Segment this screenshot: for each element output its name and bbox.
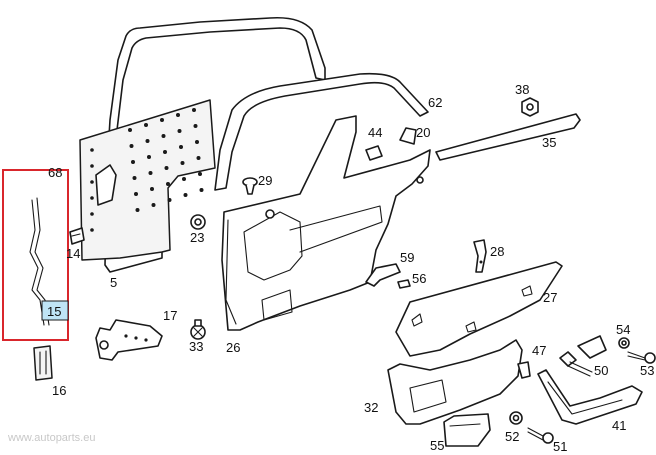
panel-hole: [145, 139, 150, 143]
part-27-armrest-pad[interactable]: [395, 261, 563, 357]
label-17: 17: [163, 308, 177, 323]
label-51: 51: [553, 439, 567, 454]
panel-hole: [148, 171, 153, 175]
highlight-label-box: [41, 300, 69, 321]
part-51-screw[interactable]: [527, 427, 554, 444]
part-50-bolt[interactable]: [559, 351, 593, 377]
label-29: 29: [258, 173, 272, 188]
label-59: 59: [400, 250, 414, 265]
label-27: 27: [543, 290, 557, 305]
label-41: 41: [612, 418, 626, 433]
panel-hole: [167, 198, 172, 202]
panel-hole: [164, 166, 169, 170]
label-5: 5: [110, 275, 117, 290]
part-62-window-channel[interactable]: [214, 72, 429, 191]
label-28: 28: [490, 244, 504, 259]
panel-hole: [90, 164, 94, 168]
panel-hole: [198, 172, 202, 176]
label-50: 50: [594, 363, 608, 378]
part-16-small-block[interactable]: [33, 345, 53, 381]
panel-hole: [183, 193, 188, 197]
panel-hole: [177, 129, 182, 133]
part-20-clip[interactable]: [399, 127, 417, 145]
panel-hole: [90, 180, 94, 184]
panel-hole: [132, 176, 137, 180]
part-68-door-panel-board[interactable]: [79, 99, 216, 261]
panel-hole: [182, 177, 186, 181]
label-16: 16: [52, 383, 66, 398]
part-56-clip[interactable]: [397, 279, 411, 289]
label-15: 15: [47, 304, 61, 319]
panel-hole-grid: [90, 108, 204, 232]
part-29-push-clip[interactable]: [242, 177, 258, 195]
label-32: 32: [364, 400, 378, 415]
panel-hole: [199, 188, 204, 192]
panel-hole: [90, 196, 94, 200]
part-44-clip[interactable]: [365, 145, 383, 161]
panel-hole: [90, 212, 94, 216]
panel-hole: [131, 160, 135, 164]
part-26-door-trim-panel[interactable]: [221, 115, 431, 331]
label-56: 56: [412, 271, 426, 286]
part-23-grommet[interactable]: [190, 214, 206, 230]
panel-hole: [128, 128, 132, 132]
label-26: 26: [226, 340, 240, 355]
panel-hole: [90, 148, 94, 152]
panel-hole: [196, 156, 201, 160]
part-59-handle-bracket[interactable]: [365, 263, 401, 287]
part-35-trim-strip[interactable]: [435, 113, 581, 161]
label-35: 35: [542, 135, 556, 150]
panel-hole: [193, 124, 198, 128]
label-47: 47: [532, 343, 546, 358]
panel-hole: [163, 150, 167, 154]
highlight-frame: [2, 169, 69, 341]
part-52-washer[interactable]: [509, 411, 523, 425]
panel-hole: [144, 123, 148, 127]
label-33: 33: [189, 339, 203, 354]
panel-hole: [161, 134, 166, 138]
label-14: 14: [66, 246, 80, 261]
part-14-clip[interactable]: [69, 227, 85, 245]
label-55: 55: [430, 438, 444, 453]
label-53: 53: [640, 363, 654, 378]
part-28-bracket[interactable]: [473, 239, 487, 273]
part-17-hinge-bracket[interactable]: [95, 319, 163, 361]
part-54-washer[interactable]: [618, 337, 630, 349]
panel-hole: [179, 145, 183, 149]
label-38: 38: [515, 82, 529, 97]
panel-hole: [151, 203, 156, 207]
label-44: 44: [368, 125, 382, 140]
panel-hole: [150, 187, 154, 191]
panel-hole: [129, 144, 134, 148]
panel-hole: [180, 161, 185, 165]
watermark: www.autoparts.eu: [7, 432, 95, 444]
panel-hole: [147, 155, 151, 159]
part-5-door-frame-seal[interactable]: [104, 16, 326, 273]
label-54: 54: [616, 322, 630, 337]
panel-hole: [166, 182, 170, 186]
part-55-tray[interactable]: [443, 413, 491, 447]
part-47-clip[interactable]: [517, 361, 531, 379]
part-33-screw[interactable]: [190, 319, 206, 340]
label-52: 52: [505, 429, 519, 444]
panel-hole: [135, 208, 140, 212]
panel-hole: [192, 108, 196, 112]
label-68: 68: [48, 165, 62, 180]
panel-hole: [195, 140, 199, 144]
part-38-nut[interactable]: [521, 97, 539, 117]
part-15-lock-rod[interactable]: [29, 197, 50, 326]
part-53-screw[interactable]: [627, 351, 656, 364]
panel-hole: [90, 228, 94, 232]
label-62: 62: [428, 95, 442, 110]
label-23: 23: [190, 230, 204, 245]
panel-hole: [176, 113, 180, 117]
part-41-arm-handle[interactable]: [537, 335, 643, 425]
panel-hole: [134, 192, 138, 196]
label-20: 20: [416, 125, 430, 140]
panel-hole: [160, 118, 164, 122]
